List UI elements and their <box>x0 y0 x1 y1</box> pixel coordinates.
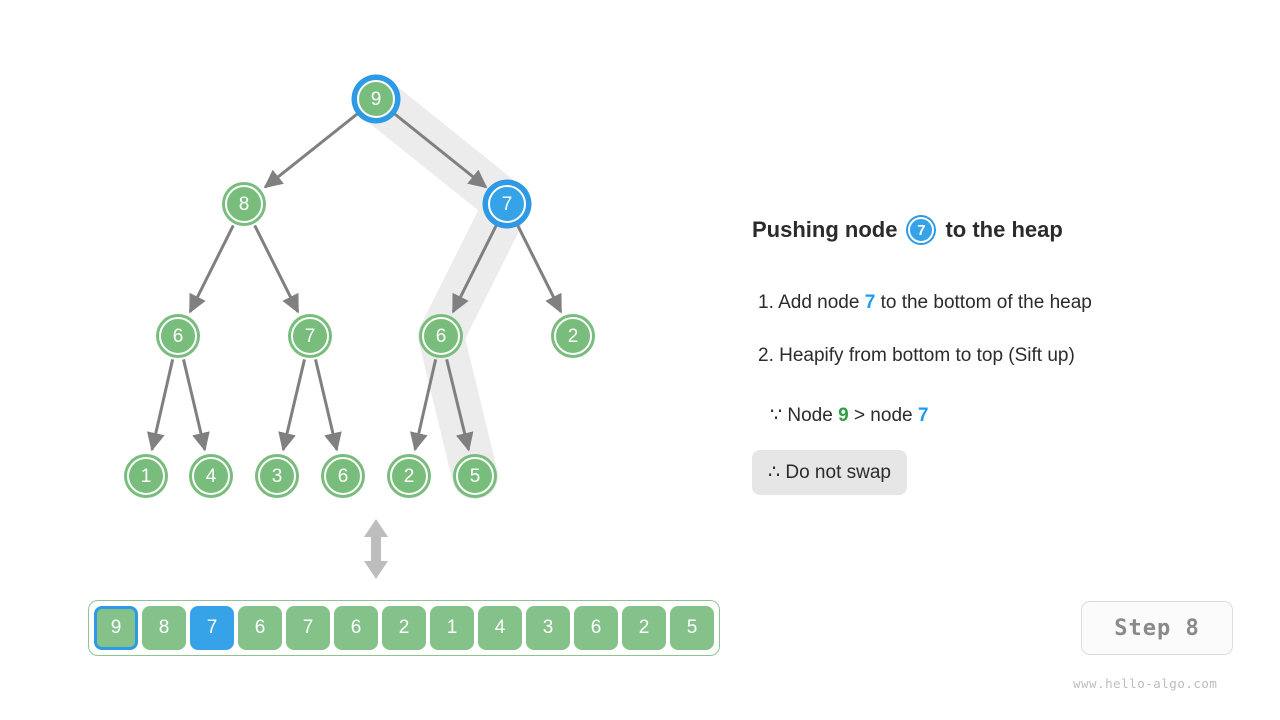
tree-node-6-n5: 6 <box>419 314 463 358</box>
tree-node-7-n2: 7 <box>485 182 529 226</box>
tree-edge <box>314 359 342 452</box>
tree-node-value: 7 <box>488 185 526 223</box>
tree-node-value: 6 <box>324 457 362 495</box>
tree-node-8-n1: 8 <box>222 182 266 226</box>
tree-node-1-n7: 1 <box>124 454 168 498</box>
tree-node-value: 4 <box>192 457 230 495</box>
tree-node-2-n11: 2 <box>387 454 431 498</box>
array-cell-5: 6 <box>334 606 378 650</box>
tree-node-value: 2 <box>390 457 428 495</box>
tree-edges-layer <box>146 76 563 499</box>
tree-node-value: 6 <box>159 317 197 355</box>
tree-node-6-n10: 6 <box>321 454 365 498</box>
tree-node-value: 5 <box>456 457 494 495</box>
array-cell-0: 9 <box>94 606 138 650</box>
watermark: www.hello-algo.com <box>1073 676 1218 691</box>
tree-edge <box>253 224 300 314</box>
step-1-prefix: 1. Add node <box>758 292 860 313</box>
tree-node-value: 6 <box>422 317 460 355</box>
tree-edge <box>263 112 359 189</box>
tree-node-2-n6: 2 <box>551 314 595 358</box>
tree-edge <box>451 224 498 314</box>
tree-node-value: 2 <box>554 317 592 355</box>
tree-node-value: 3 <box>258 457 296 495</box>
tree-node-3-n9: 3 <box>255 454 299 498</box>
tree-edge <box>409 359 438 452</box>
tree-node-4-n8: 4 <box>189 454 233 498</box>
step-indicator: Step 8 <box>1081 601 1233 655</box>
tree-node-value: 7 <box>291 317 329 355</box>
heading-node-badge: 7 <box>906 215 937 245</box>
tree-node-7-n4: 7 <box>288 314 332 358</box>
heading-prefix: Pushing node <box>752 217 898 242</box>
double-arrow-vertical-icon <box>364 519 388 579</box>
tree-node-5-n12: 5 <box>453 454 497 498</box>
comparison-reason: ∵ Node 9 > node 7 <box>770 404 928 427</box>
array-cell-10: 6 <box>574 606 618 650</box>
array-cell-2: 7 <box>190 606 234 650</box>
array-cell-1: 8 <box>142 606 186 650</box>
reason-prefix: ∵ Node <box>770 405 833 426</box>
page-title: Pushing node 7 to the heap <box>752 215 1063 245</box>
tree-edge <box>516 224 563 314</box>
reason-value-b: 7 <box>917 405 929 426</box>
tree-node-value: 9 <box>357 80 395 118</box>
tree-edge <box>393 112 488 189</box>
step-1-suffix: to the bottom of the heap <box>880 292 1092 313</box>
tree-edge <box>182 359 210 452</box>
reason-value-a: 9 <box>838 405 849 426</box>
sift-up-path-highlight <box>353 76 530 499</box>
array-cell-4: 7 <box>286 606 330 650</box>
tree-node-value: 8 <box>225 185 263 223</box>
reason-mid: > node <box>853 405 913 426</box>
tree-edge <box>278 359 306 452</box>
array-cell-6: 2 <box>382 606 426 650</box>
array-cell-12: 5 <box>670 606 714 650</box>
explanation-panel: Pushing node 7 to the heap 1. Add node 7… <box>752 0 1252 720</box>
step-1-text: 1. Add node 7 to the bottom of the heap <box>758 292 1092 314</box>
tree-edge <box>445 358 474 452</box>
heading-node-value: 7 <box>908 217 935 243</box>
array-cell-3: 6 <box>238 606 282 650</box>
tree-edge <box>188 224 235 314</box>
step-2-text: 2. Heapify from bottom to top (Sift up) <box>758 345 1075 366</box>
array-cell-8: 4 <box>478 606 522 650</box>
array-cell-11: 2 <box>622 606 666 650</box>
heading-suffix: to the heap <box>945 217 1063 242</box>
array-cell-9: 3 <box>526 606 570 650</box>
tree-node-value: 1 <box>127 457 165 495</box>
step-1-value: 7 <box>864 292 876 313</box>
tree-edge <box>146 359 175 452</box>
tree-node-9-n0: 9 <box>354 77 398 121</box>
array-cell-7: 1 <box>430 606 474 650</box>
conclusion-badge: ∴ Do not swap <box>752 450 907 495</box>
tree-node-6-n3: 6 <box>156 314 200 358</box>
